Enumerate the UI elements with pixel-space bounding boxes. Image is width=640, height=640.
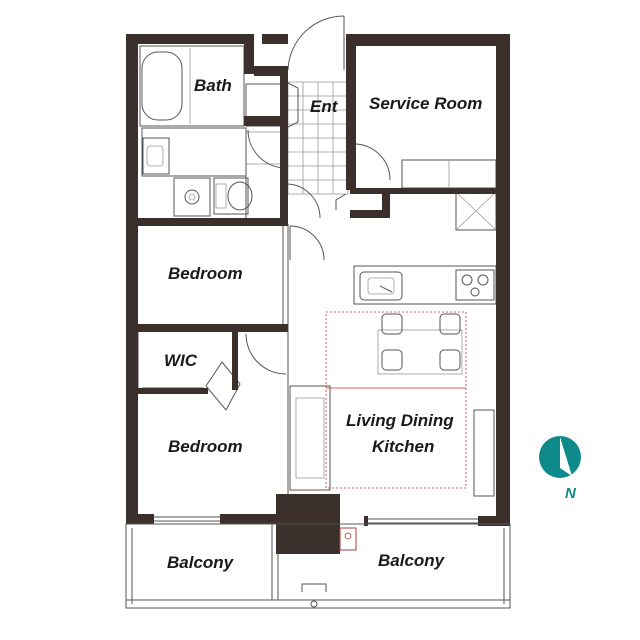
stove-icon bbox=[455, 269, 495, 301]
sofa bbox=[289, 385, 331, 491]
room-label-service-room: Service Room bbox=[369, 94, 482, 113]
ldk-zone-outline bbox=[325, 311, 467, 489]
compass-label: N bbox=[565, 485, 577, 502]
north-compass-icon: N bbox=[539, 436, 581, 502]
room-label-bedroom-upper: Bedroom bbox=[168, 264, 243, 283]
room-label-ent: Ent bbox=[310, 97, 339, 116]
tv-board bbox=[473, 409, 495, 497]
dining-table bbox=[377, 313, 463, 375]
balcony-outline bbox=[125, 523, 511, 609]
room-label-ldk-line2: Kitchen bbox=[372, 437, 434, 456]
toilet-icon bbox=[213, 177, 253, 215]
kitchen-counter bbox=[353, 265, 497, 305]
room-label-balcony-left: Balcony bbox=[167, 553, 235, 572]
outdoor-unit bbox=[339, 527, 357, 551]
room-label-wic: WIC bbox=[164, 351, 198, 370]
windows bbox=[154, 514, 478, 526]
room-labels: Bath Ent Service Room Bedroom WIC Bedroo… bbox=[164, 76, 482, 572]
room-label-ldk-line1: Living Dining bbox=[346, 411, 454, 430]
bathtub-icon bbox=[139, 45, 245, 127]
room-label-bath: Bath bbox=[194, 76, 232, 95]
room-label-bedroom-lower: Bedroom bbox=[168, 437, 243, 456]
washbasin-icon bbox=[142, 137, 170, 175]
room-label-balcony-right: Balcony bbox=[378, 551, 446, 570]
washing-machine-icon bbox=[173, 177, 211, 217]
refrigerator-space bbox=[455, 191, 497, 231]
service-room-storage bbox=[401, 159, 497, 189]
